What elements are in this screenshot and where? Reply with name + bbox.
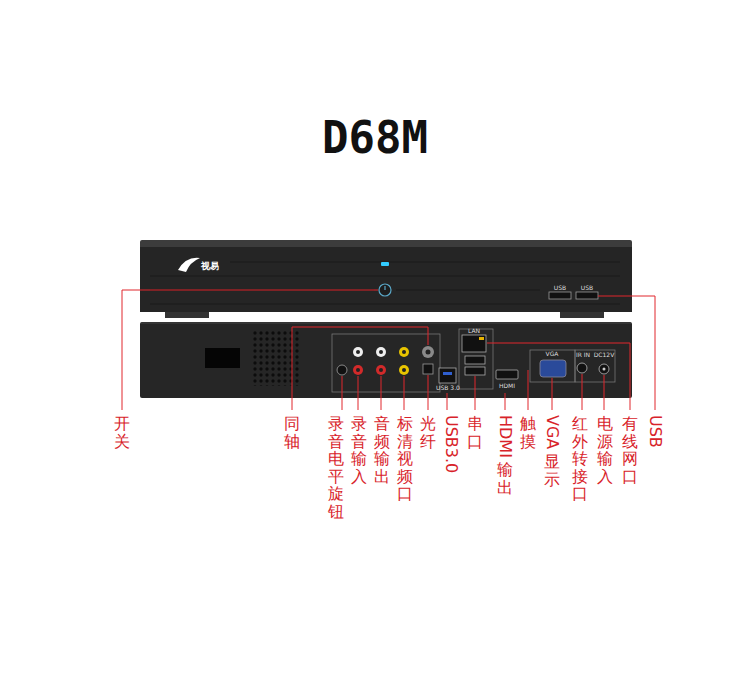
audio-panel: [332, 334, 440, 392]
jack: [376, 347, 386, 357]
callout-label: HDMI输出: [497, 415, 513, 496]
front-unit: [140, 240, 632, 318]
leader-line: [447, 393, 448, 410]
leader-line: [505, 393, 506, 410]
leader-line: [404, 376, 405, 410]
callout-label: USB3.0: [443, 415, 459, 477]
vent-grid: [252, 330, 300, 386]
vga-panel: [530, 350, 575, 382]
callout-label: 光纤: [420, 415, 436, 450]
leader-line: [582, 374, 583, 410]
jack: [399, 365, 409, 375]
port-marking: USB: [554, 285, 566, 291]
callout-label: 开关: [114, 415, 130, 450]
leader-lines: [122, 290, 655, 410]
lan-port: [462, 335, 486, 352]
dc-port: [599, 364, 609, 374]
power-panel: [575, 350, 615, 382]
callout-label: VGA显示: [544, 415, 560, 488]
jack-hole: [426, 350, 431, 355]
jack-hole: [379, 368, 383, 372]
leader-line: [292, 327, 428, 410]
power-button: [379, 284, 391, 296]
callout-label: 录音输入: [351, 415, 367, 485]
status-led: [381, 262, 389, 266]
logo-mark: [178, 258, 200, 272]
callout-label: 音频输出: [374, 415, 390, 485]
usb-port: [576, 292, 598, 299]
callout-label: USB: [647, 415, 663, 451]
leader-line: [358, 376, 359, 410]
port-marking: IR IN: [576, 352, 590, 358]
callout-label: 触摸: [520, 415, 536, 450]
optical-port: [423, 364, 433, 374]
leader-line: [528, 370, 529, 410]
usb-port: [465, 367, 485, 375]
jack-hole: [402, 350, 406, 354]
lan-led: [479, 337, 484, 340]
coaxial-jack: [422, 346, 434, 358]
leader-line: [475, 376, 476, 410]
leader-line: [342, 376, 343, 410]
front-grooves: [150, 262, 620, 304]
power-symbol: [384, 286, 385, 290]
port-marking: VGA: [546, 351, 559, 357]
callout-label: 标清视频口: [397, 415, 413, 503]
title: D68M: [322, 112, 428, 163]
lan-panel: [459, 329, 493, 389]
dc-pin: [603, 368, 606, 371]
vga-port: [540, 360, 566, 377]
foot: [560, 312, 604, 318]
jack: [353, 365, 363, 375]
leader-line: [487, 343, 630, 410]
leader-line: [604, 375, 605, 410]
hdmi-port: [496, 370, 518, 379]
port-marking: LAN: [468, 328, 480, 334]
callout-label: 电源输入: [597, 415, 613, 485]
jack-hole: [402, 368, 406, 372]
callout-label: 串口: [467, 415, 483, 450]
plate: [205, 348, 240, 368]
leader-line: [381, 376, 382, 410]
port-marking: DC12V: [594, 352, 615, 358]
jack: [376, 365, 386, 375]
volume-knob: [337, 365, 347, 375]
port-marking: USB 3.0: [436, 385, 460, 391]
port-marking: 视易: [201, 262, 219, 271]
panel-edge: [141, 323, 631, 324]
foot: [165, 312, 209, 318]
jack-hole: [379, 350, 383, 354]
usb-port: [465, 356, 485, 364]
jack-hole: [356, 368, 360, 372]
leader-line: [552, 378, 553, 410]
leader-line: [122, 290, 378, 410]
callout-label: 同轴: [284, 415, 300, 450]
front-panel: [140, 247, 632, 312]
callout-label: 红外转接口: [572, 415, 588, 503]
port-marking: HDMI: [499, 383, 515, 389]
leader-line: [428, 375, 429, 410]
jack: [399, 347, 409, 357]
jack: [353, 347, 363, 357]
port-marking: USB: [581, 285, 593, 291]
jack-hole: [356, 350, 360, 354]
callout-label: 有线网口: [622, 415, 638, 485]
back-panel: [140, 322, 632, 398]
usb3-port: [439, 368, 456, 383]
back-unit: [140, 322, 632, 398]
callout-label: 录音电平旋钮: [328, 415, 344, 521]
usb-port: [549, 292, 571, 299]
ir-port: [577, 363, 587, 373]
usb3-tongue: [443, 372, 452, 375]
